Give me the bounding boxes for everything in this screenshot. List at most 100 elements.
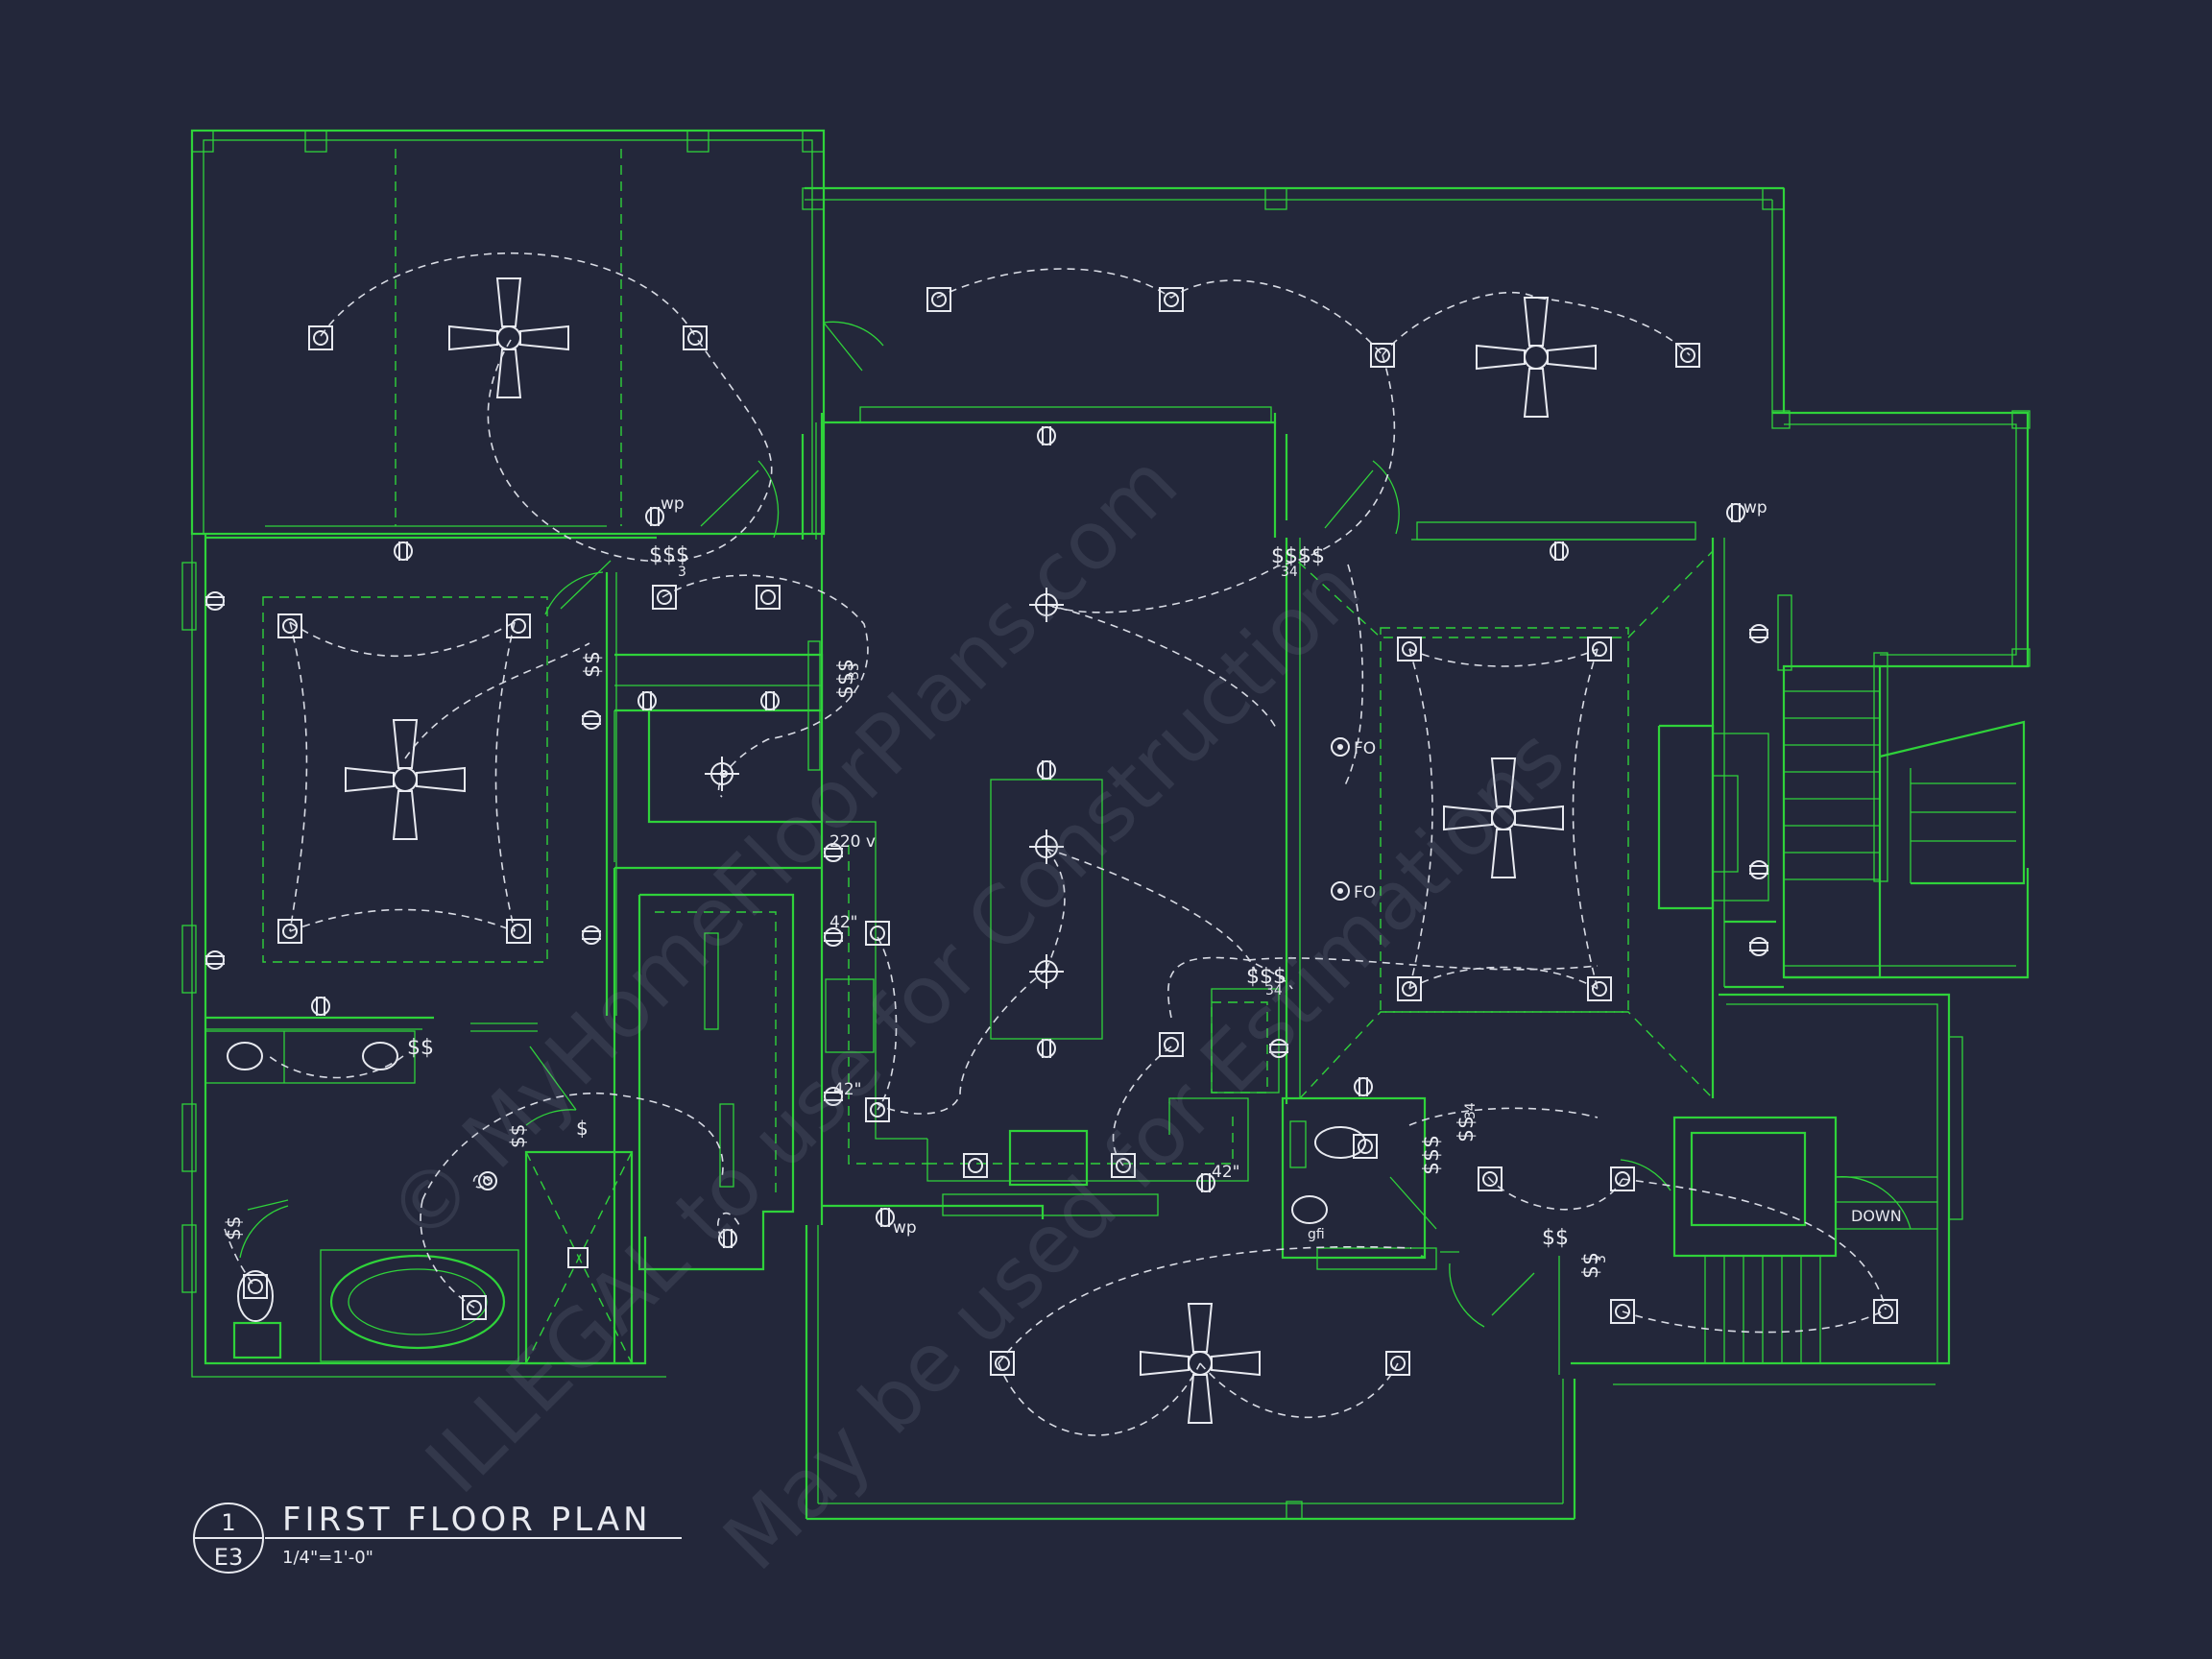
recessed-light-icon bbox=[1397, 976, 1422, 1001]
label-42in: 42" bbox=[833, 1080, 861, 1099]
recessed-light-icon bbox=[926, 287, 951, 312]
recessed-light-icon bbox=[1587, 976, 1612, 1001]
recessed-light-icon bbox=[865, 921, 890, 946]
recessed-light-icon bbox=[963, 1153, 988, 1178]
plan-labels: wp wp wp $$$ 3 $$ $$$ 33 $$$$ 34 220 v 4… bbox=[222, 494, 1902, 1279]
label-220v: 220 v bbox=[830, 832, 876, 852]
label-wp: wp bbox=[1743, 498, 1767, 517]
switch-sub: 34 bbox=[1265, 983, 1283, 998]
ceiling-light-icon bbox=[1029, 830, 1064, 864]
duplex-outlet-icon bbox=[1037, 426, 1056, 445]
label-fo: FO bbox=[1354, 739, 1376, 758]
duplex-outlet-icon bbox=[1037, 1039, 1056, 1058]
recessed-light-icon bbox=[1610, 1166, 1635, 1191]
duplex-outlet-icon bbox=[824, 1087, 843, 1106]
recessed-light-icon bbox=[1397, 637, 1422, 661]
ceiling-fan-icon bbox=[1476, 297, 1597, 418]
recessed-light-icon bbox=[1353, 1134, 1378, 1159]
duplex-outlet-icon bbox=[824, 927, 843, 947]
ceiling-fan-icon bbox=[1443, 757, 1564, 878]
recessed-light-icon bbox=[1478, 1166, 1503, 1191]
label-fo: FO bbox=[1354, 883, 1376, 902]
ceiling-light-icon bbox=[1029, 588, 1064, 622]
recessed-light-icon bbox=[756, 585, 781, 610]
duplex-outlet-icon bbox=[394, 541, 413, 561]
switch-label: $$ bbox=[581, 651, 605, 678]
walls bbox=[181, 129, 2031, 1521]
duplex-outlet-icon bbox=[1726, 503, 1745, 522]
duplex-outlet-icon bbox=[637, 691, 657, 710]
duplex-outlet-icon bbox=[718, 1229, 737, 1248]
switch-label: $$ bbox=[1455, 1116, 1479, 1142]
switch-label: $$$$ bbox=[1271, 544, 1325, 568]
label-wp: wp bbox=[893, 1218, 917, 1238]
duplex-outlet-icon bbox=[1550, 541, 1569, 561]
recessed-light-icon bbox=[1675, 343, 1700, 368]
switch-label: $$ bbox=[407, 1036, 434, 1060]
recessed-light-icon bbox=[683, 325, 708, 350]
recessed-light-icon bbox=[1159, 287, 1184, 312]
recessed-light-icon bbox=[462, 1295, 487, 1320]
switch-sub: 34 bbox=[1281, 565, 1298, 580]
drawing-title: FIRST FLOOR PLAN bbox=[282, 1501, 652, 1539]
switch-label: $$ bbox=[222, 1216, 245, 1240]
duplex-outlet-icon bbox=[1037, 760, 1056, 780]
drawing-scale: 1/4"=1'-0" bbox=[282, 1548, 373, 1568]
floor-outlets bbox=[478, 737, 1350, 1190]
recessed-light-icon bbox=[963, 1153, 988, 1178]
recessed-lights bbox=[243, 287, 1898, 1376]
duplex-outlet-icon bbox=[205, 591, 225, 611]
recessed-light-icon bbox=[277, 919, 302, 944]
ceiling-lights bbox=[705, 588, 1064, 989]
recessed-light-icon bbox=[652, 585, 677, 610]
switch-label: $$ bbox=[1542, 1226, 1569, 1250]
switch-sub: 34 bbox=[1463, 1102, 1479, 1119]
duplex-outlet-icon bbox=[1749, 860, 1768, 879]
title-block: 1 E3 FIRST FLOOR PLAN 1/4"=1'-0" bbox=[193, 1501, 682, 1574]
duplex-outlet-icon bbox=[1196, 1173, 1215, 1192]
duplex-outlet-icon bbox=[1269, 1039, 1288, 1058]
duplex-outlet-icon bbox=[645, 507, 664, 526]
recessed-light-icon bbox=[1159, 1032, 1184, 1057]
recessed-light-icon bbox=[1610, 1299, 1635, 1324]
recessed-light-icon bbox=[990, 1351, 1015, 1376]
recessed-light-icon bbox=[277, 613, 302, 638]
recessed-light-icon bbox=[506, 613, 531, 638]
duplex-outlet-icon bbox=[824, 843, 843, 862]
recessed-light-icon bbox=[1873, 1299, 1898, 1324]
recessed-light-icon bbox=[1587, 637, 1612, 661]
ceiling-fan-icon bbox=[1140, 1303, 1261, 1424]
label-wp: wp bbox=[661, 494, 685, 514]
floor-outlet-icon bbox=[1331, 737, 1350, 757]
switch-label: $$$ bbox=[1246, 965, 1286, 989]
duplex-outlet-icon bbox=[1749, 624, 1768, 643]
recessed-light-icon bbox=[865, 1097, 890, 1122]
duplex-outlet-icon bbox=[1749, 937, 1768, 956]
recessed-light-icon bbox=[1370, 343, 1395, 368]
duplex-outlet-icon bbox=[760, 691, 780, 710]
ceiling-fan-icon bbox=[448, 277, 569, 398]
wall-light-icon bbox=[478, 1171, 497, 1190]
recessed-light-icon bbox=[308, 325, 333, 350]
switch-label: $$$ bbox=[649, 543, 689, 567]
wall-light-icon bbox=[720, 770, 728, 778]
label-42in: 42" bbox=[1212, 1163, 1239, 1182]
duplex-outlet-icon bbox=[582, 710, 601, 730]
switch-sub: 3 bbox=[1594, 1255, 1609, 1263]
outlets bbox=[205, 426, 1768, 1248]
switch-label: $$ bbox=[1579, 1252, 1603, 1279]
switch-label: $$ bbox=[506, 1124, 529, 1148]
recessed-light-icon bbox=[506, 919, 531, 944]
switch-label: $$$ bbox=[834, 659, 858, 699]
duplex-outlet-icon bbox=[205, 950, 225, 970]
duplex-outlet-icon bbox=[582, 926, 601, 945]
detail-number: 1 bbox=[221, 1509, 235, 1536]
recessed-light-icon bbox=[243, 1274, 268, 1299]
duplex-outlet-icon bbox=[876, 1208, 895, 1227]
label-down: DOWN bbox=[1851, 1207, 1902, 1225]
ceiling-fan-icon bbox=[345, 719, 466, 840]
switch-label: $ bbox=[576, 1117, 589, 1140]
ceiling-fans bbox=[345, 277, 1597, 1424]
switch-sub: 33 bbox=[847, 662, 862, 680]
